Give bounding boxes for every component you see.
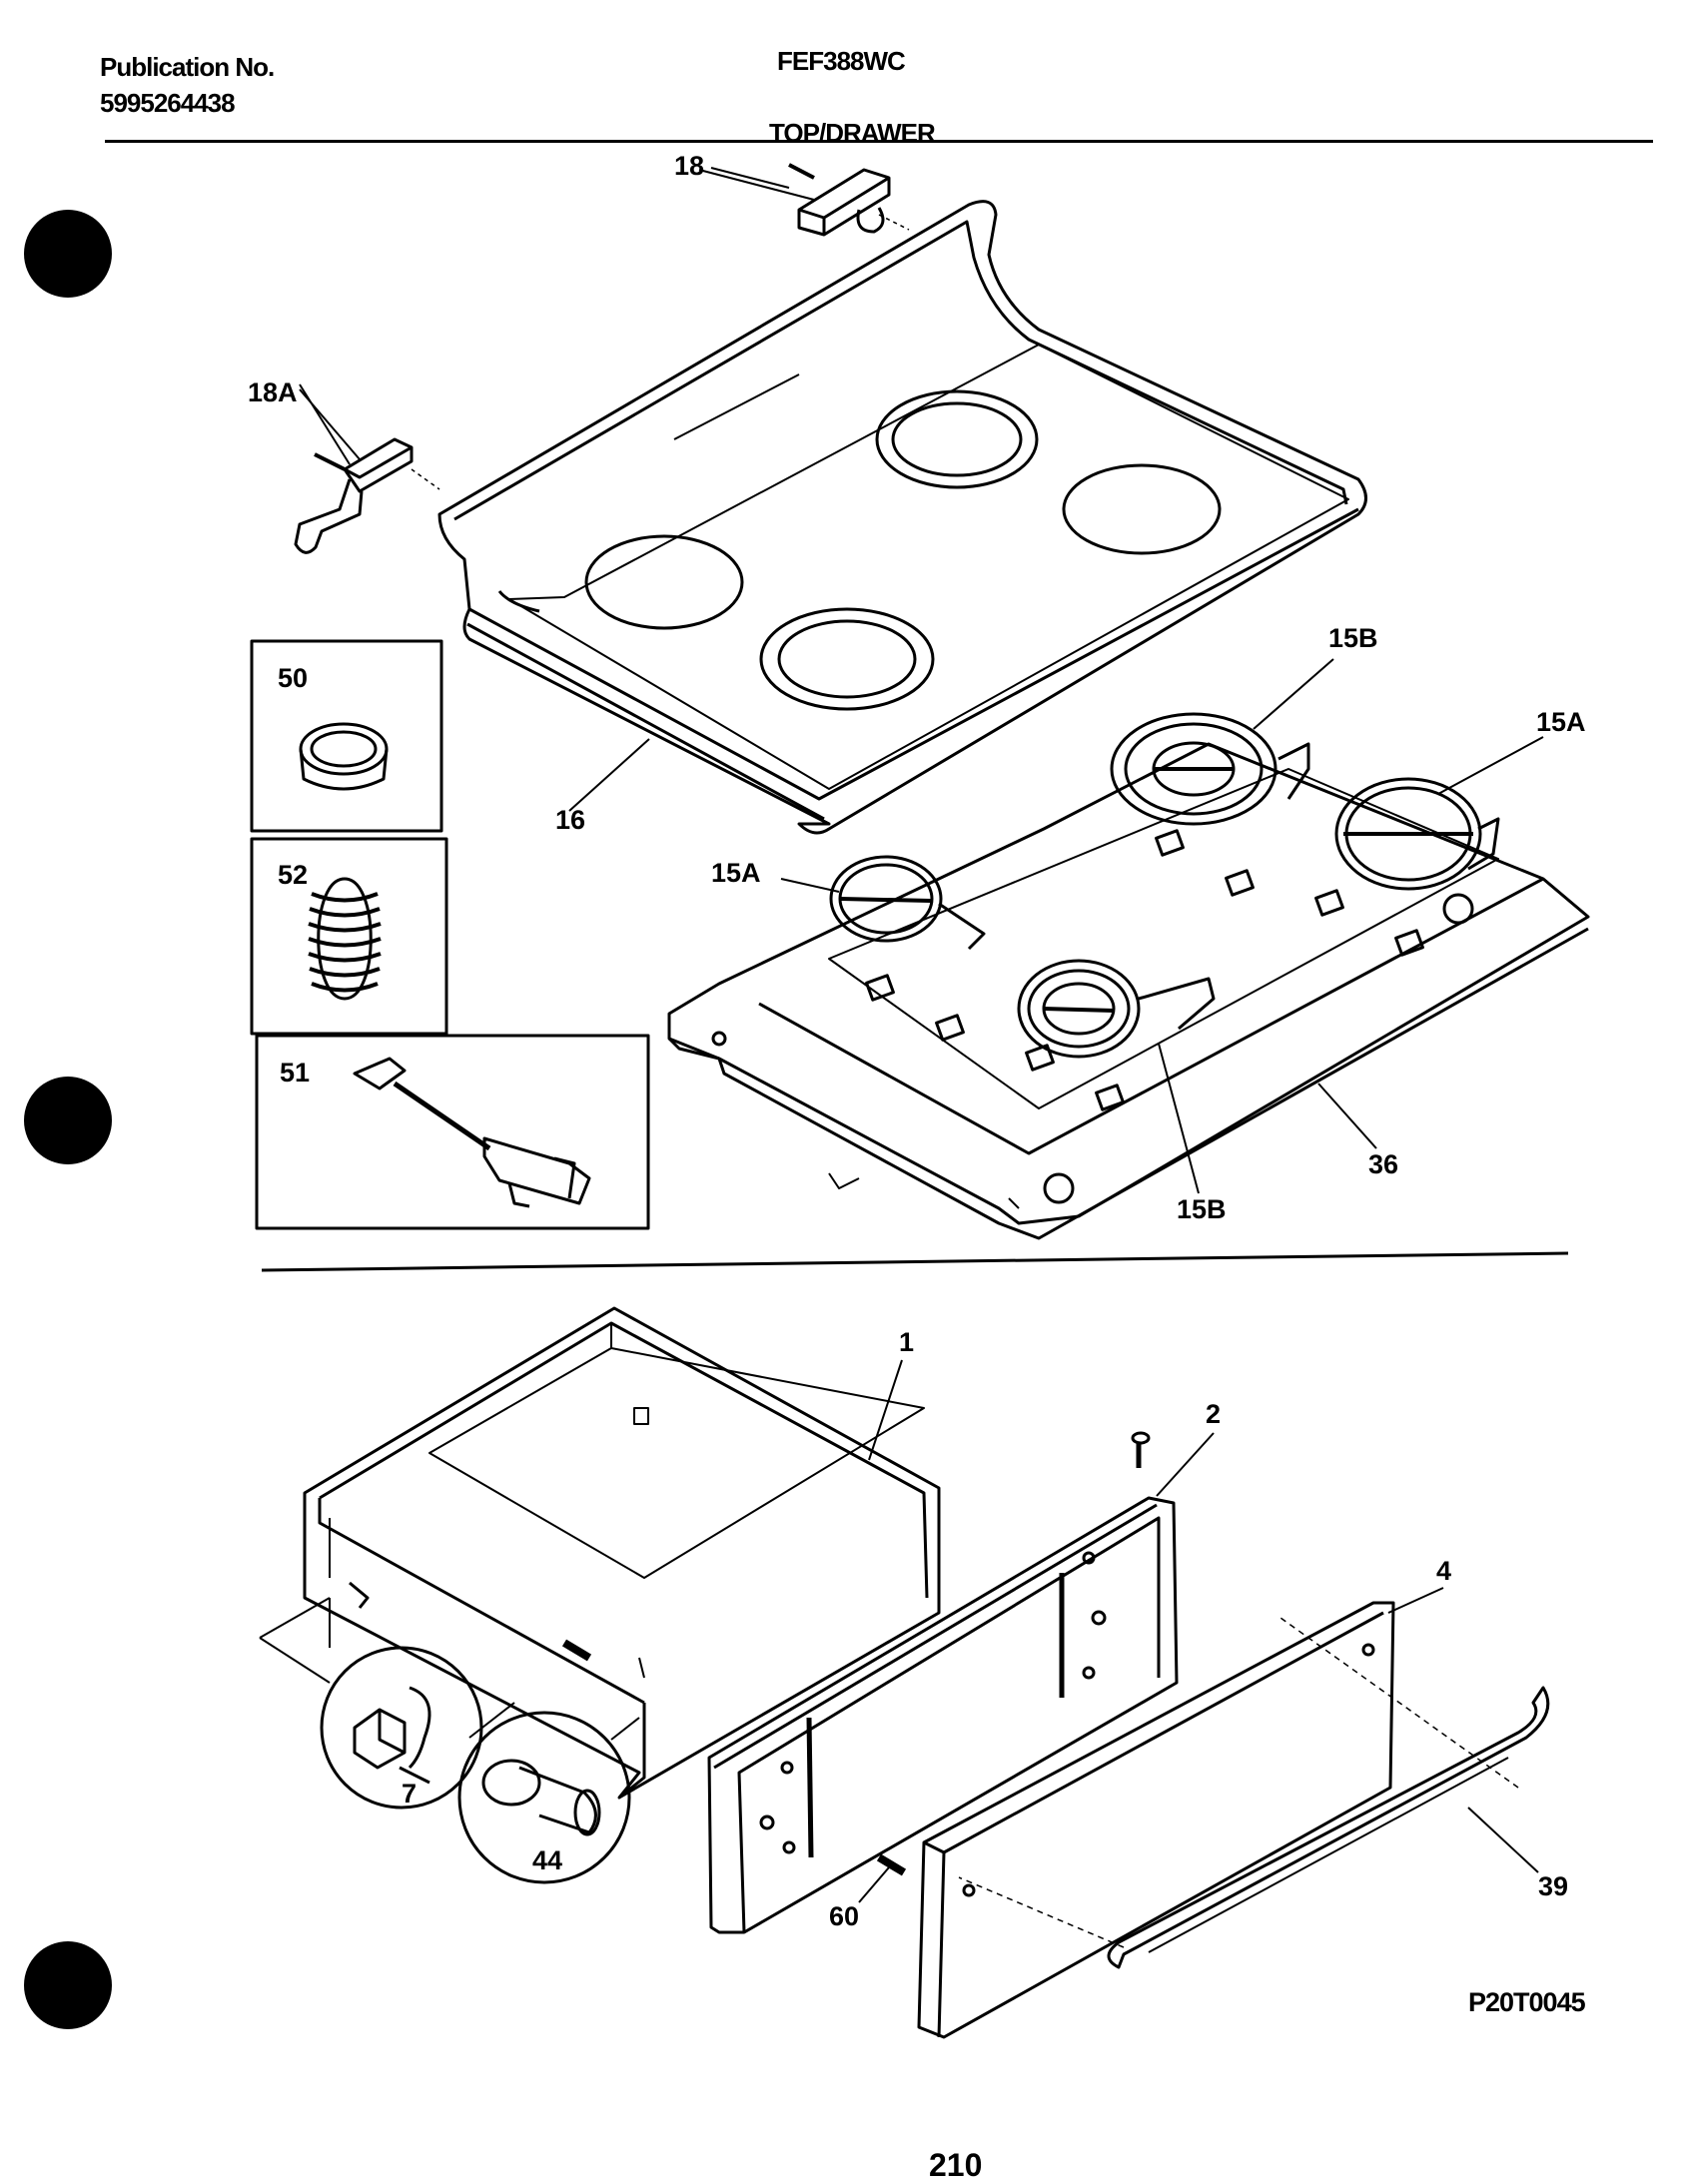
binder-hole-bottom xyxy=(24,1941,112,2029)
callout-36: 36 xyxy=(1368,1149,1398,1179)
callout-44: 44 xyxy=(532,1845,562,1875)
callout-7: 7 xyxy=(402,1779,417,1809)
publication-label: Publication No. xyxy=(100,52,275,82)
bracket-part-18a xyxy=(294,388,440,554)
detail-part-7 xyxy=(320,1598,483,1810)
callout-18a: 18A xyxy=(248,377,298,407)
radiant-element-15b-top xyxy=(1110,712,1310,826)
inset-part-52 xyxy=(250,837,448,1036)
callout-15b-top: 15B xyxy=(1328,623,1378,653)
header-rule xyxy=(105,140,1653,143)
publication-number: 5995264438 xyxy=(100,88,236,118)
radiant-element-15b-bottom xyxy=(1017,959,1216,1059)
callout-16: 16 xyxy=(555,805,585,835)
callout-52: 52 xyxy=(278,860,308,890)
detail-part-44 xyxy=(457,1702,640,1884)
callout-1: 1 xyxy=(899,1327,914,1357)
callout-2: 2 xyxy=(1206,1399,1221,1429)
drawer-front-part-2 xyxy=(707,1431,1179,1934)
callout-15a-right: 15A xyxy=(1536,707,1586,737)
callout-50: 50 xyxy=(278,663,308,693)
section-title: TOP/DRAWER xyxy=(769,118,936,148)
callout-51: 51 xyxy=(280,1058,310,1088)
binder-hole-middle xyxy=(24,1077,112,1164)
callout-15a-left: 15A xyxy=(711,858,761,888)
leader-lines xyxy=(299,167,1544,1903)
burner-box-part-36 xyxy=(667,712,1590,1240)
inset-part-50 xyxy=(250,639,443,833)
figure-code: P20T0045 xyxy=(1468,1987,1586,2017)
model-number: FEF388WC xyxy=(777,46,906,76)
callout-60: 60 xyxy=(829,1901,859,1931)
binder-hole-top xyxy=(24,210,112,298)
handle-part-39 xyxy=(958,1617,1550,1969)
callout-15b-bottom: 15B xyxy=(1177,1194,1227,1224)
radiant-element-15a-left xyxy=(829,855,986,951)
drawer-panel-part-4 xyxy=(917,1601,1395,2039)
clip-part-60 xyxy=(876,1853,907,1876)
radiant-element-15a-right xyxy=(1334,777,1500,891)
callout-4: 4 xyxy=(1436,1556,1451,1586)
cooktop-part-16 xyxy=(437,200,1367,835)
bracket-part-18 xyxy=(698,163,910,237)
callout-18: 18 xyxy=(674,151,704,181)
callout-39: 39 xyxy=(1538,1871,1568,1901)
page-number: 210 xyxy=(929,2147,983,2183)
inset-part-51 xyxy=(255,1034,650,1230)
